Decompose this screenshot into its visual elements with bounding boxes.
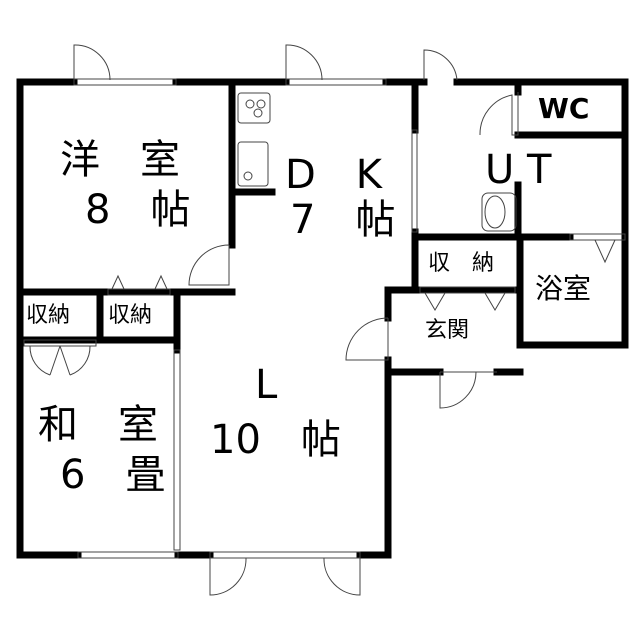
ut-label: U T (485, 147, 552, 193)
entrance-label: 玄関 (425, 318, 470, 343)
fixtures (23, 44, 626, 596)
living-size: 10 帖 (210, 417, 341, 463)
window (285, 78, 387, 86)
door-arc (423, 49, 458, 81)
japanese-room-label: 和 室 (38, 402, 158, 448)
window (209, 551, 361, 559)
storage-label: 収納 (108, 303, 153, 328)
living-label: L (255, 362, 278, 408)
stove (237, 92, 271, 124)
door-arc (285, 44, 323, 81)
door-arc (188, 244, 230, 286)
japanese-room-size: 6 畳 (60, 452, 166, 498)
door-arc (73, 44, 111, 81)
sliding-door (411, 129, 418, 233)
door-arc (345, 317, 389, 361)
bathroom-label: 浴室 (535, 272, 592, 305)
western-room-size: 8 帖 (85, 187, 191, 233)
storage-label: 収 納 (428, 251, 495, 276)
entrance-door (439, 371, 497, 409)
bath-door (569, 233, 626, 241)
balcony-door (209, 557, 361, 596)
wc-label: WC (538, 92, 590, 125)
window (73, 78, 177, 86)
storage-label: 収納 (26, 303, 71, 328)
walls (16, 78, 629, 559)
dk-size: 7 帖 (290, 197, 396, 243)
wc-door (479, 92, 519, 136)
sink (237, 141, 269, 187)
window (77, 551, 179, 559)
dk-label: D K (285, 152, 383, 198)
western-room-label: 洋 室 (60, 137, 180, 183)
washbasin (481, 192, 517, 232)
sliding-door (173, 349, 181, 551)
